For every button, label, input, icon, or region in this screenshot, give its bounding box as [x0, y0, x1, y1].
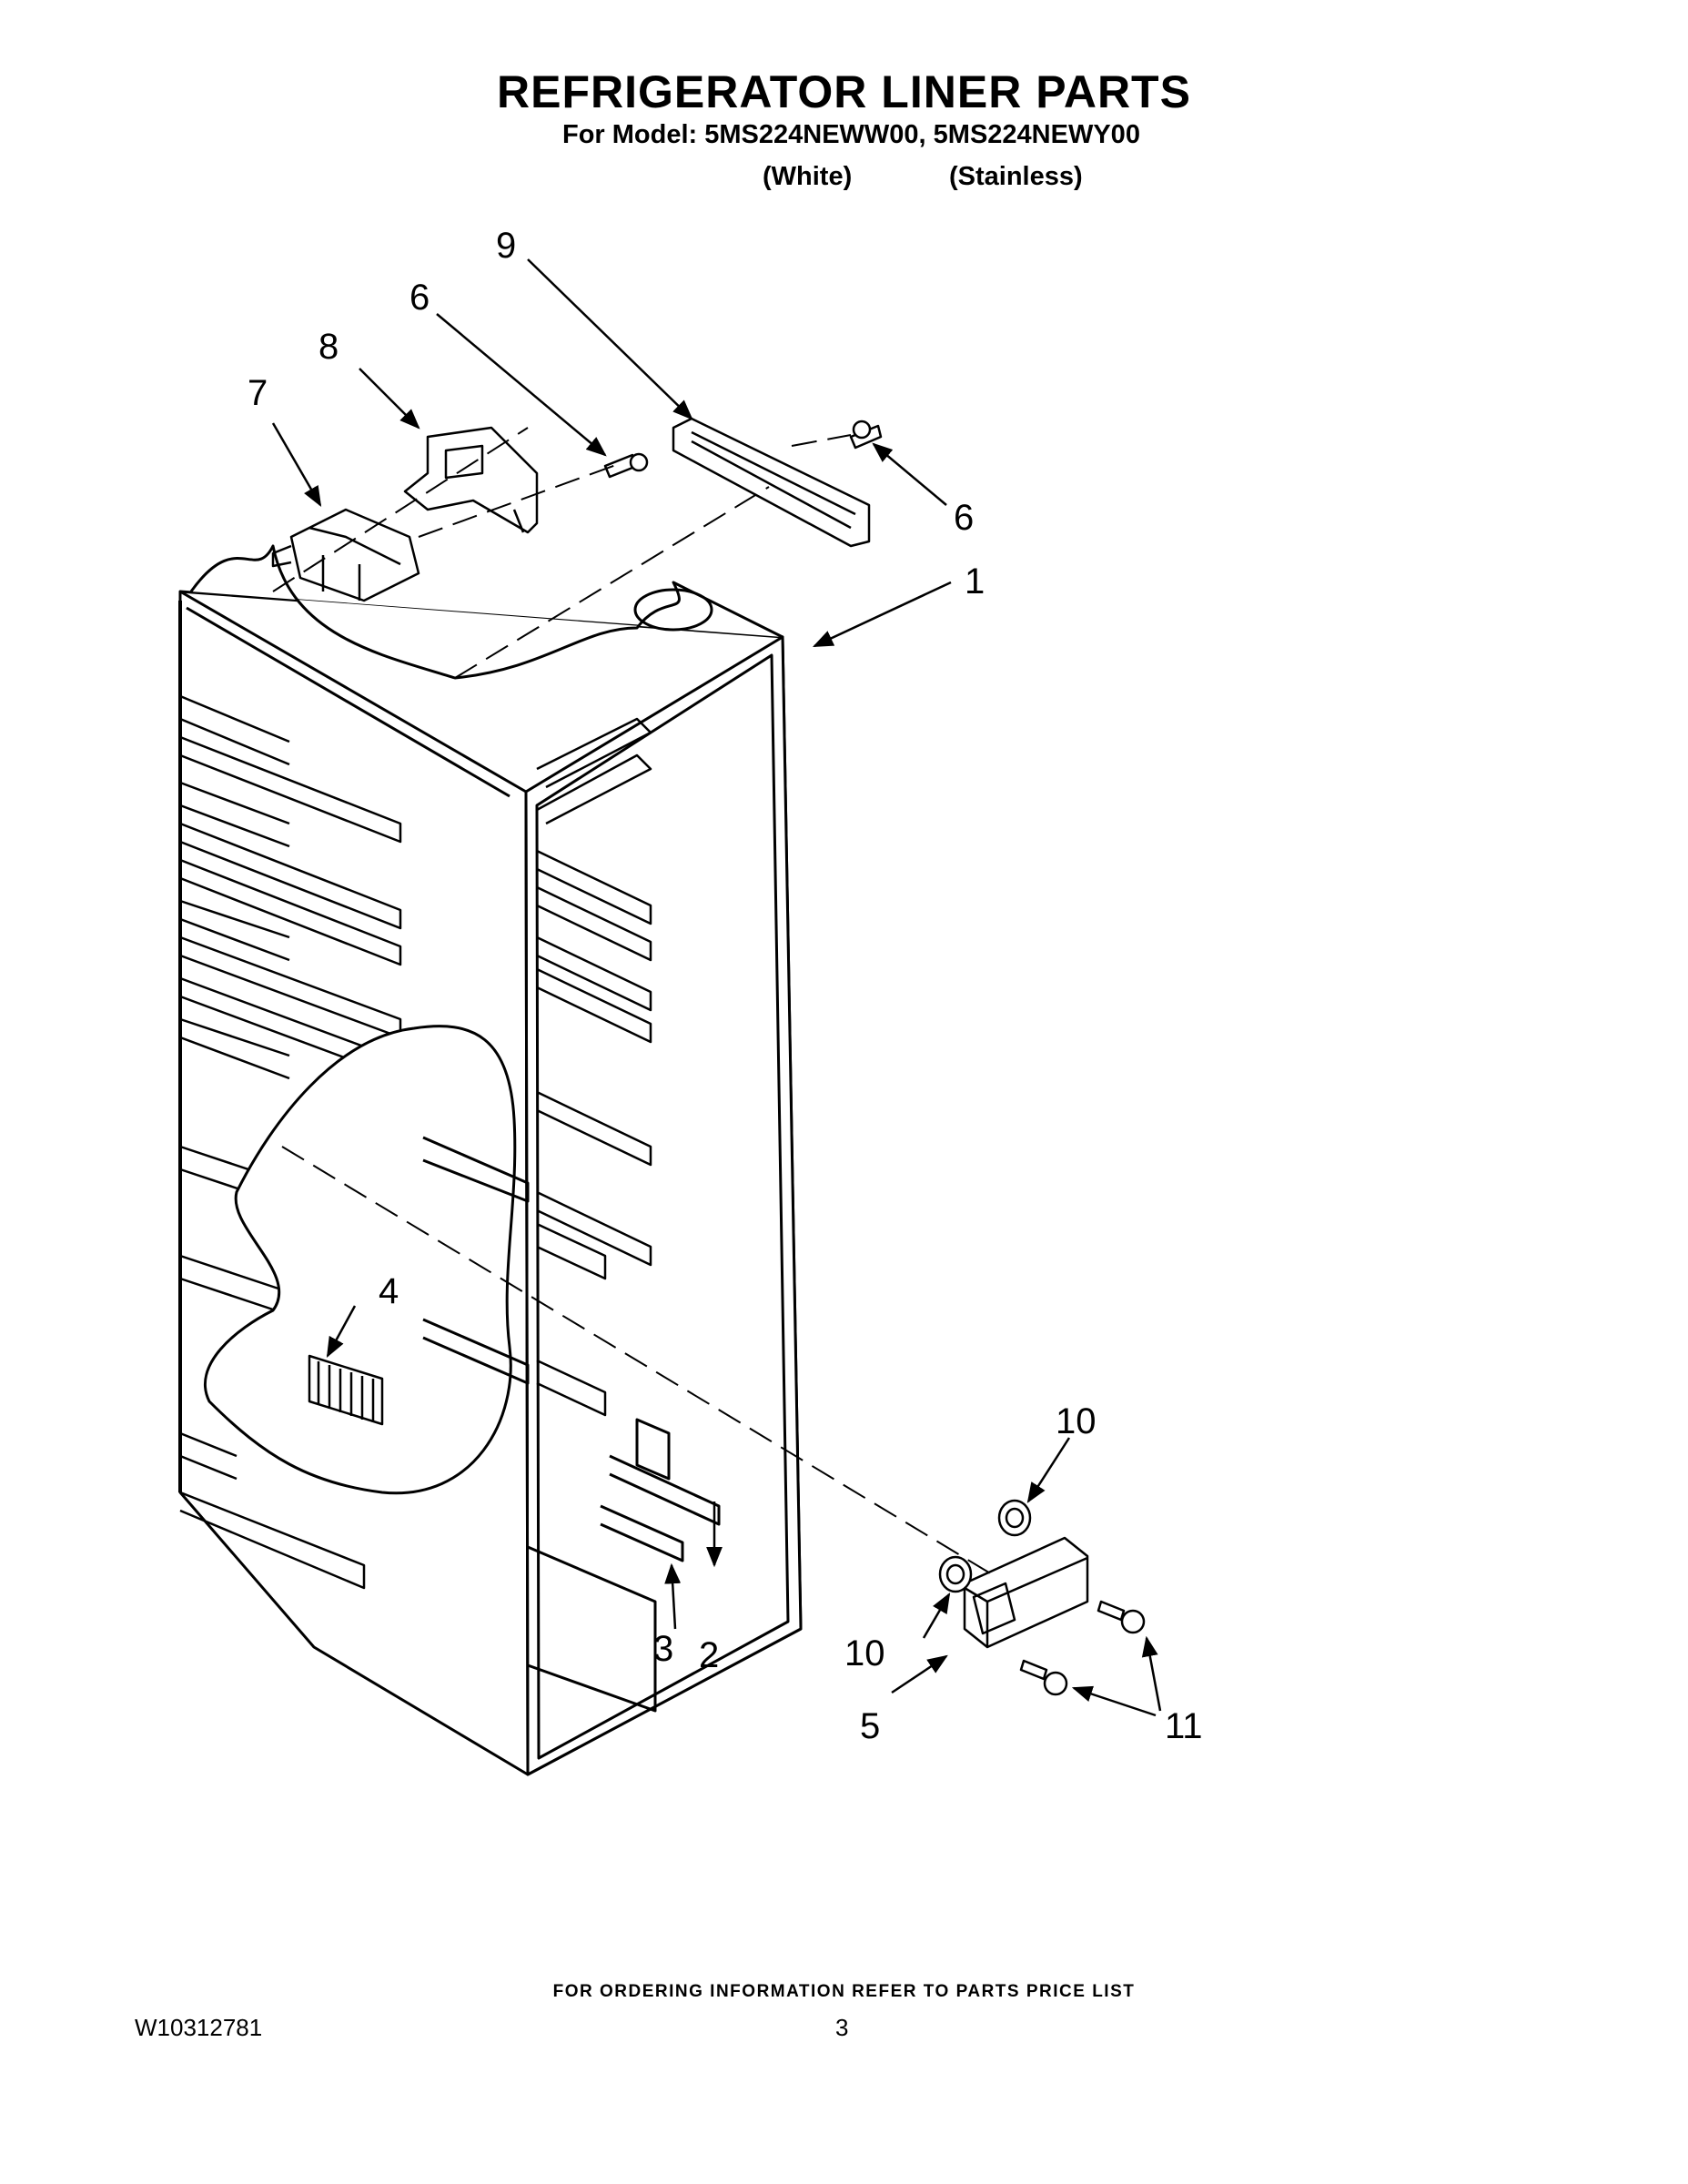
- callout-3: 3: [653, 1629, 673, 1669]
- part-4-vent-grille: [308, 1354, 384, 1426]
- part-6-screw-left: [603, 452, 649, 479]
- assembly-lines: [272, 427, 993, 1575]
- part-10-bushing-lower: [938, 1555, 973, 1593]
- part-7-control-housing: [271, 508, 420, 602]
- document-number: W10312781: [135, 2014, 263, 2041]
- part-10-bushing-upper: [997, 1499, 1032, 1537]
- model-line: For Model: 5MS224NEWW00, 5MS224NEWY00: [562, 120, 1140, 149]
- leader-arrows: [271, 258, 1162, 1717]
- callout-6-left: 6: [409, 278, 430, 318]
- part-9-rail: [672, 417, 871, 548]
- ordering-note: FOR ORDERING INFORMATION REFER TO PARTS …: [552, 1982, 1136, 2001]
- page-number: 3: [835, 2014, 849, 2041]
- callout-1: 1: [965, 561, 985, 602]
- callout-4: 4: [379, 1271, 399, 1311]
- liner-body: [178, 544, 803, 1776]
- part-11-screw-lower: [1019, 1659, 1068, 1696]
- variant-white: (White): [763, 162, 853, 191]
- part-5-guide-housing: [963, 1536, 1089, 1649]
- callout-6-right: 6: [954, 498, 974, 538]
- callout-2: 2: [699, 1635, 719, 1675]
- callout-10-upper: 10: [1056, 1401, 1097, 1441]
- variant-stainless: (Stainless): [949, 162, 1083, 191]
- callout-8: 8: [318, 327, 339, 367]
- callout-10-lower: 10: [844, 1633, 885, 1673]
- callout-9: 9: [496, 226, 516, 266]
- callout-11: 11: [1165, 1706, 1203, 1746]
- part-11-screw-upper: [1097, 1600, 1146, 1634]
- callout-5: 5: [860, 1706, 880, 1746]
- part-6-screw-right: [849, 420, 883, 450]
- part-8-bracket: [403, 426, 539, 534]
- callout-7: 7: [248, 373, 268, 413]
- page-title: REFRIGERATOR LINER PARTS: [497, 66, 1191, 117]
